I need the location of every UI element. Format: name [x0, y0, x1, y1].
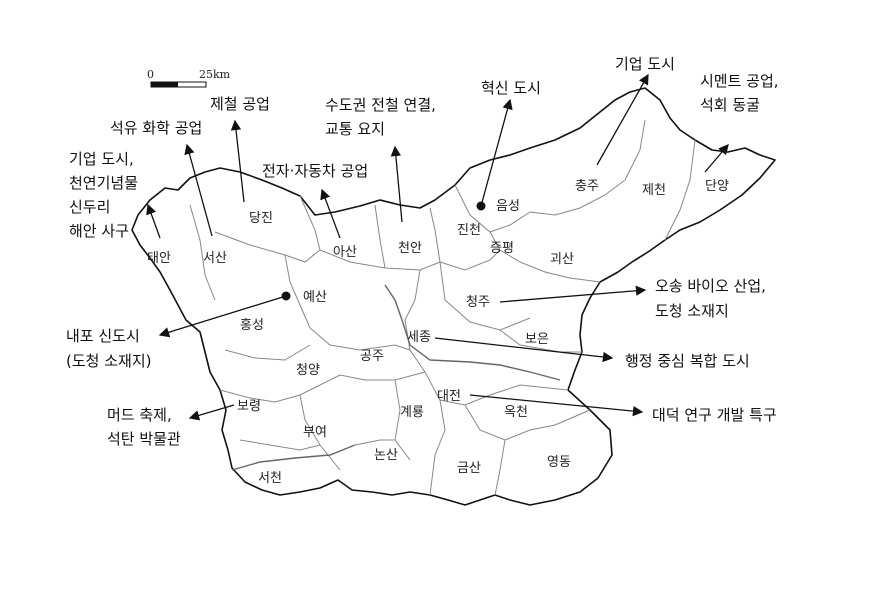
- region-cheongju: 청주: [466, 295, 490, 310]
- region-hongseong: 홍성: [240, 318, 264, 333]
- callout-jincheon: 혁신 도시: [481, 79, 541, 97]
- region-goesan: 괴산: [550, 252, 574, 267]
- province-outline: [131, 87, 776, 506]
- region-jeungpyeong: 증평: [490, 241, 514, 256]
- region-dangjin: 당진: [249, 211, 273, 226]
- callout-asan: 전자·자동차 공업: [262, 162, 368, 180]
- callout-danyang: 시멘트 공업, 석회 동굴: [700, 72, 779, 114]
- callout-cheonan-line1: 수도권 전철 연결,: [325, 96, 436, 114]
- callout-sejong: 행정 중심 복합 도시: [625, 352, 750, 370]
- region-gyeryong: 계룡: [400, 405, 424, 420]
- region-seocheon: 서천: [258, 471, 282, 486]
- region-taean: 태안: [147, 251, 171, 266]
- region-nonsan: 논산: [374, 448, 398, 463]
- callout-danyang-line2: 석회 동굴: [700, 96, 760, 114]
- region-labels: 태안 서산 당진 아산 천안 진천 음성 충주 제천 단양 증평 괴산 예산 홍…: [147, 179, 729, 486]
- callout-taean: 기업 도시, 천연기념물 신두리 해안 사구: [69, 150, 138, 240]
- callout-boryeong: 머드 축제, 석탄 박물관: [107, 406, 181, 448]
- region-boryeong: 보령: [237, 399, 261, 414]
- region-jincheon: 진천: [457, 223, 481, 238]
- callout-seosan: 석유 화학 공업: [110, 119, 202, 137]
- scale-bar: 0 25km: [147, 68, 231, 88]
- callout-boryeong-line1: 머드 축제,: [107, 406, 172, 424]
- callout-danyang-line1: 시멘트 공업,: [700, 72, 779, 90]
- region-boeun: 보은: [525, 332, 549, 347]
- region-cheongyang: 청양: [296, 363, 320, 378]
- region-seosan: 서산: [203, 251, 227, 266]
- scale-start-label: 0: [147, 68, 154, 81]
- callout-cheongju-line1: 오송 바이오 산업,: [655, 277, 766, 295]
- callout-dangjin: 제철 공업: [210, 95, 270, 113]
- region-asan: 아산: [333, 245, 357, 260]
- callout-boryeong-line2: 석탄 박물관: [107, 430, 181, 448]
- region-jecheon: 제천: [642, 183, 666, 198]
- callout-yesan: 내포 신도시 (도청 소재지): [66, 327, 151, 370]
- region-daejeon: 대전: [437, 389, 461, 404]
- region-okcheon: 옥천: [504, 405, 528, 420]
- callout-arrows: [146, 73, 729, 421]
- scale-end-label: 25km: [199, 68, 231, 81]
- callout-taean-line3: 신두리: [69, 198, 110, 216]
- region-sejong: 세종: [407, 330, 431, 345]
- callout-taean-line4: 해안 사구: [69, 222, 129, 240]
- region-eumseong: 음성: [496, 199, 520, 214]
- region-chungju: 충주: [575, 179, 599, 194]
- callout-yesan-line1: 내포 신도시: [66, 327, 140, 345]
- region-geumsan: 금산: [457, 461, 481, 476]
- region-buyeo: 부여: [303, 425, 327, 440]
- rivers: [231, 284, 561, 471]
- callout-cheongju: 오송 바이오 산업, 도청 소재지: [655, 277, 766, 320]
- callout-taean-line2: 천연기념물: [69, 174, 138, 192]
- region-yesan: 예산: [303, 290, 327, 305]
- region-danyang: 단양: [705, 179, 729, 194]
- district-boundaries: [189, 119, 696, 496]
- region-cheonan: 천안: [398, 241, 422, 256]
- callout-taean-line1: 기업 도시,: [69, 150, 134, 168]
- callout-daejeon: 대덕 연구 개발 특구: [652, 406, 777, 424]
- region-gongju: 공주: [360, 349, 384, 364]
- callout-yesan-line2: (도청 소재지): [66, 352, 151, 370]
- region-yeongdong: 영동: [547, 455, 571, 470]
- callout-cheongju-line2: 도청 소재지: [655, 302, 729, 320]
- callout-cheonan: 수도권 전철 연결, 교통 요지: [325, 96, 436, 138]
- callout-chungju: 기업 도시: [615, 55, 675, 73]
- callout-cheonan-line2: 교통 요지: [325, 120, 385, 138]
